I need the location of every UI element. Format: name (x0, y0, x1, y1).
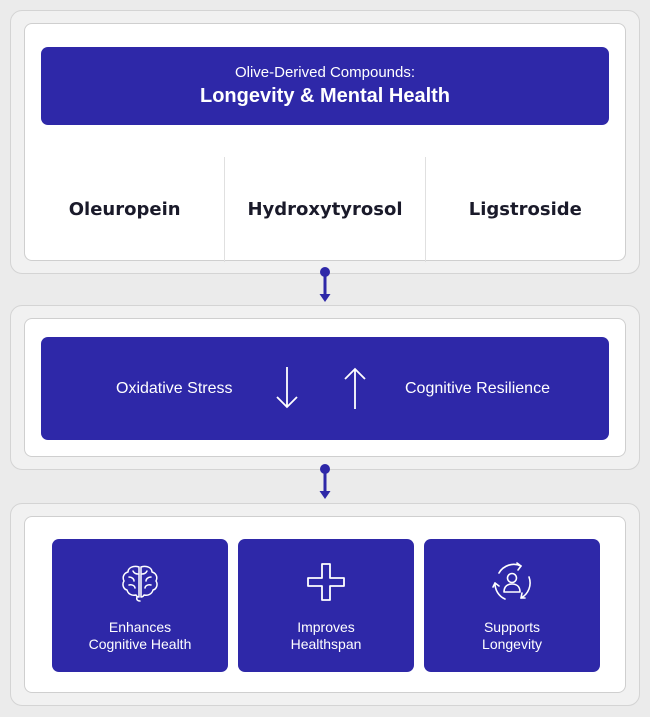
outcome-line2: Cognitive Health (88, 636, 192, 652)
mechanism-panel: Oxidative Stress Cognitive Resilience (10, 305, 640, 470)
title-banner: Olive-Derived Compounds: Longevity & Men… (41, 47, 609, 125)
outcome-line1: Supports (483, 619, 541, 635)
outcome-card-longevity: Supports Longevity (424, 539, 600, 672)
brain-icon (122, 565, 158, 602)
outcome-label: Supports Longevity (424, 619, 600, 653)
outcome-line2: Longevity (482, 636, 542, 652)
compound-divider (224, 157, 226, 262)
compound-oleuropein: Oleuropein (68, 199, 181, 220)
compound-list: Oleuropein Hydroxytyrosol Ligstroside (25, 157, 625, 262)
title-main: Longevity & Mental Health (199, 85, 451, 107)
outcome-line2: Healthspan (290, 636, 362, 652)
up-arrow-icon (344, 367, 366, 409)
compound-hydroxytyrosol: Hydroxytyrosol (247, 199, 403, 220)
connector-arrow-1 (319, 267, 331, 302)
outcome-line1: Enhances (108, 619, 172, 635)
plus-icon (307, 563, 345, 601)
connector-arrow-2 (319, 464, 331, 499)
outcomes-panel-inner: Enhances Cognitive Health Improves Healt… (24, 516, 626, 693)
outcome-line1: Improves (297, 619, 355, 635)
outcomes-panel: Enhances Cognitive Health Improves Healt… (10, 503, 640, 706)
outcome-label: Enhances Cognitive Health (52, 619, 228, 653)
compounds-panel: Olive-Derived Compounds: Longevity & Men… (10, 10, 640, 274)
cognitive-resilience-label: Cognitive Resilience (405, 380, 550, 397)
compounds-panel-inner: Olive-Derived Compounds: Longevity & Men… (24, 23, 626, 262)
title-subtitle: Olive-Derived Compounds: (234, 64, 416, 81)
compound-ligstroside: Ligstroside (468, 199, 582, 220)
down-arrow-icon (276, 367, 298, 409)
mechanism-panel-inner: Oxidative Stress Cognitive Resilience (24, 318, 626, 457)
compound-divider (424, 157, 426, 262)
oxidative-stress-label: Oxidative Stress (116, 380, 233, 397)
outcome-label: Improves Healthspan (238, 619, 414, 653)
mechanism-banner: Oxidative Stress Cognitive Resilience (41, 337, 609, 440)
outcome-card-cognitive-health: Enhances Cognitive Health (52, 539, 228, 672)
outcome-card-healthspan: Improves Healthspan (238, 539, 414, 672)
person-cycle-icon (492, 562, 531, 600)
